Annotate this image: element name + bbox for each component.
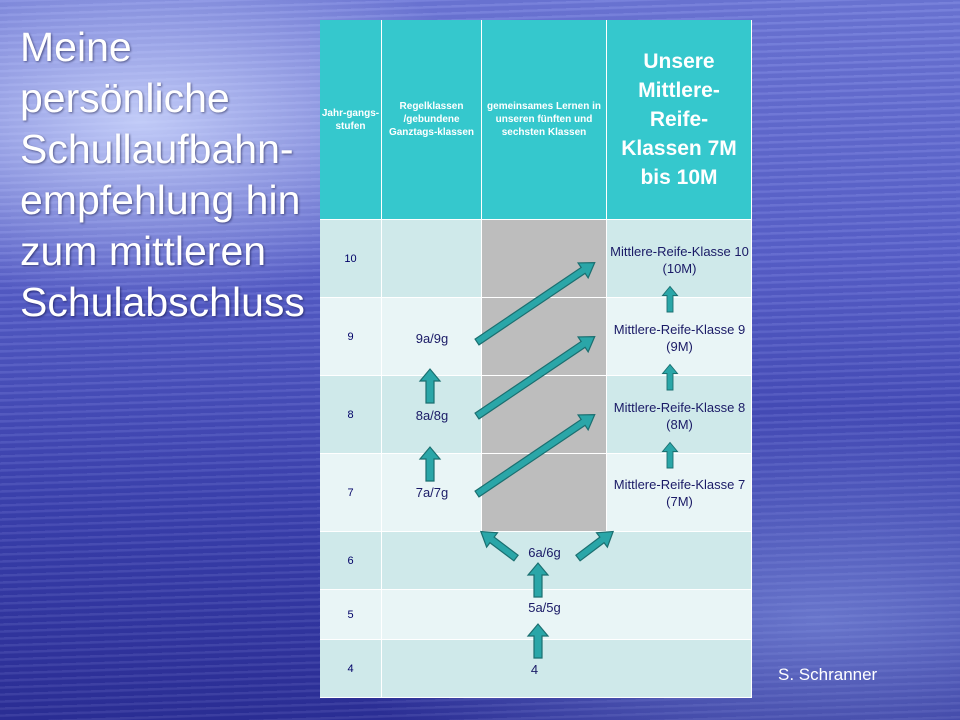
pathway-arrows — [419, 261, 678, 659]
class-label-8a8g: 8a/8g — [415, 408, 449, 423]
year-cell: 8 — [320, 376, 382, 454]
up-arrow-icon — [527, 562, 549, 598]
year-cell: 7 — [320, 454, 382, 532]
up-arrow-icon — [662, 364, 678, 391]
year-cell: 10 — [320, 220, 382, 298]
row-year-8: 8 — [320, 376, 752, 454]
slide-title: Meine persönliche Schullaufbahn-empfehlu… — [20, 24, 305, 325]
class-label-7a7g: 7a/7g — [415, 485, 449, 500]
mr-class-9: Mittlere-Reife-Klasse 9 (9M) — [613, 322, 746, 354]
class-label-5a5g: 5a/5g — [528, 600, 561, 615]
diagonal-arrow-icon — [474, 413, 596, 498]
row-year-10: 10 — [320, 220, 752, 298]
year-cell: 9 — [320, 298, 382, 376]
author-name: S. Schranner — [778, 665, 878, 684]
mr-class-10: Mittlere-Reife-Klasse 10 (10M) — [610, 244, 749, 276]
diagonal-arrow-icon — [479, 530, 519, 562]
header-year: Jahr-gangs-stufen — [320, 20, 382, 220]
year-cell: 4 — [320, 640, 382, 698]
school-pathway-table: Jahr-gangs-stufen Regelklassen /gebunden… — [320, 20, 752, 698]
header-row: Jahr-gangs-stufen Regelklassen /gebunden… — [320, 20, 752, 220]
year-cell: 6 — [320, 532, 382, 590]
header-common-learning: gemeinsames Lernen in unseren fünften un… — [482, 20, 607, 220]
year-cell: 5 — [320, 590, 382, 640]
diagonal-arrow-icon — [474, 261, 596, 346]
diagonal-arrow-icon — [575, 530, 615, 562]
mr-class-8: Mittlere-Reife-Klasse 8 (8M) — [613, 400, 746, 432]
header-mr-classes: Unsere Mittlere-Reife-Klassen 7M bis 10M — [607, 20, 752, 220]
header-regular-classes: Regelklassen /gebundene Ganztags-klassen — [382, 20, 482, 220]
diagonal-arrow-icon — [474, 335, 596, 420]
class-label-4: 4 — [530, 662, 539, 677]
class-label-9a9g: 9a/9g — [415, 331, 449, 346]
up-arrow-icon — [662, 442, 678, 469]
up-arrow-icon — [662, 286, 678, 313]
mr-class-7: Mittlere-Reife-Klasse 7 (7M) — [613, 477, 746, 509]
up-arrow-icon — [419, 446, 441, 482]
row-year-5: 5 — [320, 590, 752, 640]
class-label-6a6g: 6a/6g — [528, 545, 561, 560]
up-arrow-icon — [419, 368, 441, 404]
up-arrow-icon — [527, 623, 549, 659]
row-year-4: 4 — [320, 640, 752, 698]
row-year-6: 6 — [320, 532, 752, 590]
